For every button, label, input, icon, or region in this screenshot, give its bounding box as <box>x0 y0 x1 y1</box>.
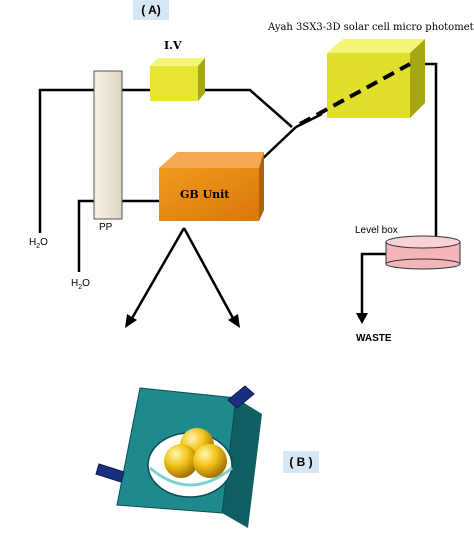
levelbox-to-waste-line <box>360 252 386 316</box>
waste-label: WASTE <box>356 333 392 344</box>
gb-unit-box <box>159 152 264 221</box>
water-label-2: H2O <box>71 278 90 291</box>
waste-arrow-head <box>356 313 368 324</box>
water-inlet-line-2 <box>77 199 94 272</box>
gb-arrow-right <box>182 227 236 321</box>
gb-arrow-right-head <box>228 314 240 328</box>
particle-ball-2 <box>164 444 198 478</box>
iv-box <box>150 58 205 101</box>
iv-to-junction-line <box>198 88 293 128</box>
flow-cell-3d <box>95 385 262 528</box>
water-inlet-line-1 <box>38 88 94 233</box>
photometer-box <box>327 39 425 118</box>
light-path-dashed <box>299 62 411 126</box>
gb-arrow-left-head <box>125 314 137 328</box>
water-label-1: H2O <box>29 237 48 250</box>
panel-b-label: ( B ) <box>283 451 319 473</box>
pump-column <box>93 70 123 220</box>
photometer-label: Ayah 3SX3-3D solar cell micro photometer <box>268 22 474 33</box>
gb-unit-label: GB Unit <box>180 188 230 201</box>
level-box <box>385 235 461 270</box>
gb-output-arrows <box>129 227 236 321</box>
gb-to-junction-line <box>258 126 297 163</box>
level-box-label: Level box <box>355 225 398 236</box>
tubing <box>38 62 438 316</box>
gb-arrow-left <box>129 227 186 321</box>
panel-a-label: ( A) <box>133 0 169 20</box>
particle-ball-3 <box>193 444 227 478</box>
pp-label: PP <box>99 222 113 233</box>
iv-label: I.V <box>164 39 182 52</box>
